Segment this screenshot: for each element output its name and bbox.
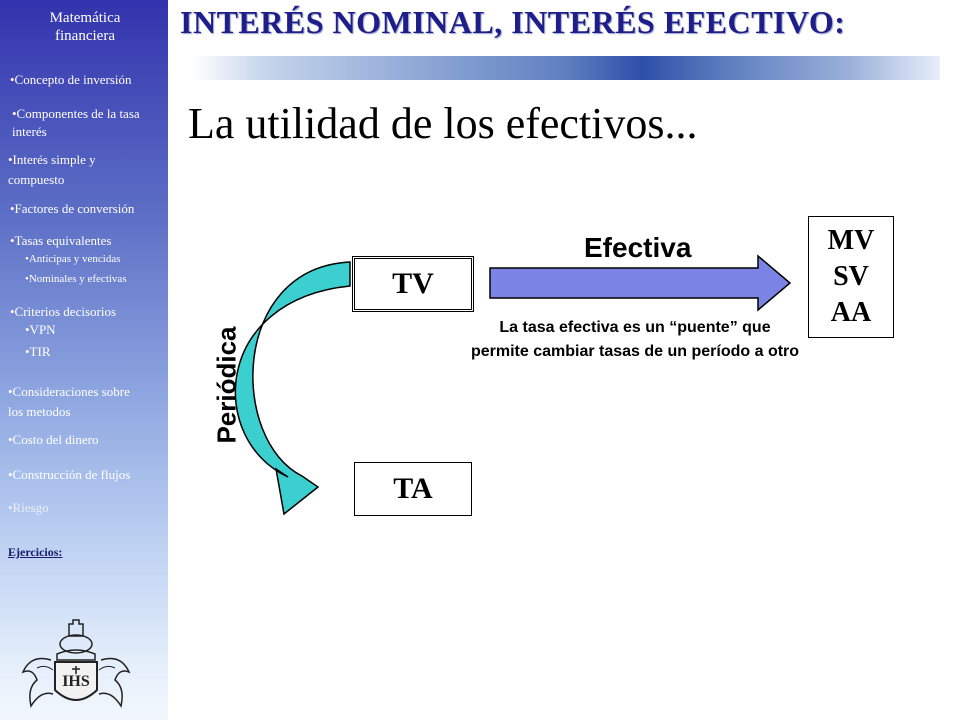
sidebar: Matemática financiera •Concepto de inver…	[0, 0, 168, 720]
app-title: Matemática financiera	[49, 10, 121, 44]
nav-item-riesgo[interactable]: •Riesgo	[8, 500, 49, 515]
nav-item-factores-conversion[interactable]: •Factores de conversión	[10, 201, 135, 216]
slide-title: La utilidad de los efectivos...	[188, 99, 698, 148]
university-crest-icon: IHS	[21, 619, 131, 708]
nav-item-construccion-flujos[interactable]: •Construcción de flujos	[8, 467, 131, 482]
nav-item-interes-simple[interactable]: •Interés simple y	[8, 152, 96, 167]
header-title: INTERÉS NOMINAL, INTERÉS EFECTIVO:	[180, 4, 846, 40]
explanation-text: La tasa efectiva es un “puente” que perm…	[470, 319, 800, 360]
tv-box: TV	[352, 256, 474, 312]
nav-subitem-nominales-efectivas[interactable]: •Nominales y efectivas	[25, 273, 127, 285]
nav-subitem-anticipas-vencidas[interactable]: •Anticipas y vencidas	[25, 253, 121, 265]
box-line-mv: MV	[827, 225, 875, 256]
ta-box: TA	[354, 462, 472, 516]
nav-item-componentes-tasa[interactable]: •Componentes de la tasa	[12, 106, 140, 121]
box-line-sv: SV	[833, 261, 869, 292]
efectiva-label: Efectiva	[584, 232, 692, 263]
curved-arrow-shape	[234, 261, 351, 516]
efectiva-arrow-shape	[489, 254, 792, 312]
nav-subitem-tir[interactable]: •TIR	[25, 344, 51, 359]
nav-item-concepto-inversion[interactable]: •Concepto de inversión	[10, 72, 132, 87]
nav-item-costo-dinero[interactable]: •Costo del dinero	[8, 432, 99, 447]
box-line-aa: AA	[830, 297, 872, 328]
nav-item-interes-simple-cont[interactable]: compuesto	[8, 172, 65, 187]
crest-monogram: IHS	[62, 673, 90, 690]
mv-sv-aa-box: MV SV AA	[808, 216, 894, 338]
title-underline-bar	[192, 56, 940, 80]
periodica-label: Periódica	[211, 326, 242, 444]
nav-item-consideraciones[interactable]: •Consideraciones sobre	[8, 384, 130, 399]
exercises-link[interactable]: Ejercicios:	[8, 545, 63, 559]
nav-subitem-vpn[interactable]: •VPN	[25, 322, 56, 337]
nav-item-consideraciones-cont[interactable]: los metodos	[8, 404, 71, 419]
nav-item-criterios-decisorios[interactable]: •Criterios decisorios	[10, 304, 117, 319]
nav-item-tasas-equivalentes[interactable]: •Tasas equivalentes	[10, 233, 112, 248]
nav-item-componentes-tasa-cont[interactable]: interés	[12, 124, 47, 139]
